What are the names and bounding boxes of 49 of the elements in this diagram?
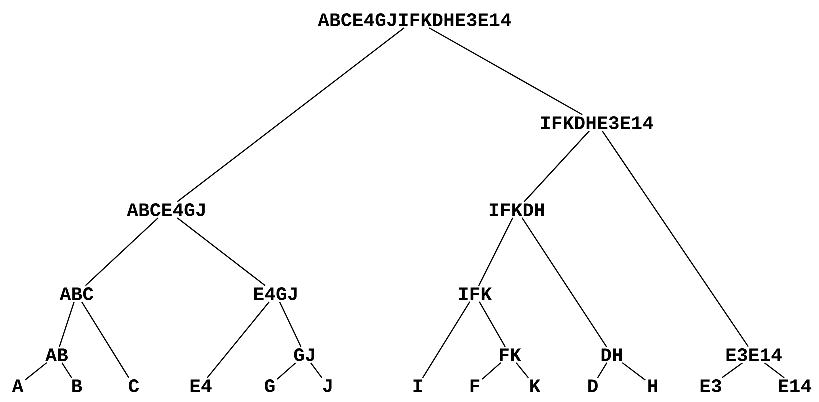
node-label: E4	[190, 380, 212, 392]
node-label: IFKDHE3E14	[541, 116, 654, 130]
node-label: D	[588, 380, 598, 392]
node-label: I	[414, 380, 422, 392]
tree-line	[59, 302, 75, 348]
node-label: H	[648, 380, 658, 392]
tree-line	[597, 362, 608, 378]
tree-line	[478, 218, 514, 286]
node-label: A	[12, 380, 24, 392]
node-label: C	[129, 380, 140, 392]
node-label: ABCE4GJIFKDHE3E14	[318, 14, 512, 26]
tree-line	[277, 362, 296, 380]
node-label: ABC	[60, 288, 94, 300]
node-label: J	[323, 380, 332, 392]
node-label: IFKDH	[490, 204, 544, 216]
node-label: AB	[46, 348, 68, 362]
tree-line	[622, 362, 646, 381]
tree-line	[524, 130, 590, 202]
node-label: ABCE4GJ	[127, 204, 205, 216]
tree-line	[62, 362, 72, 378]
node-label: E3E14	[726, 348, 782, 362]
node-label: IFK	[459, 288, 492, 300]
tree-line	[177, 28, 405, 202]
tree-line	[764, 362, 785, 379]
tree-line	[82, 302, 130, 378]
tree-line	[482, 362, 502, 380]
tree-line	[310, 362, 323, 378]
tree-line	[522, 218, 608, 348]
node-label: E4GJ	[254, 288, 297, 300]
tree-line	[602, 130, 749, 348]
node-label: FK	[500, 348, 522, 362]
node-label: E3	[700, 380, 722, 392]
tree-line	[422, 302, 471, 378]
node-label: GJ	[294, 348, 314, 362]
node-label: DH	[602, 348, 622, 362]
node-label: B	[72, 380, 82, 392]
tree-line	[479, 302, 506, 348]
tree-line	[207, 302, 270, 378]
node-label: E14	[779, 380, 812, 392]
node-label: G	[265, 380, 275, 392]
tree-line	[279, 302, 302, 348]
tree-line	[722, 362, 744, 378]
tree-line	[516, 362, 530, 378]
tree-line	[25, 362, 48, 381]
node-label: F	[470, 380, 480, 392]
tree-line	[429, 28, 583, 116]
node-label: K	[530, 380, 541, 392]
tree-line	[177, 218, 266, 286]
tree-line	[85, 218, 159, 286]
